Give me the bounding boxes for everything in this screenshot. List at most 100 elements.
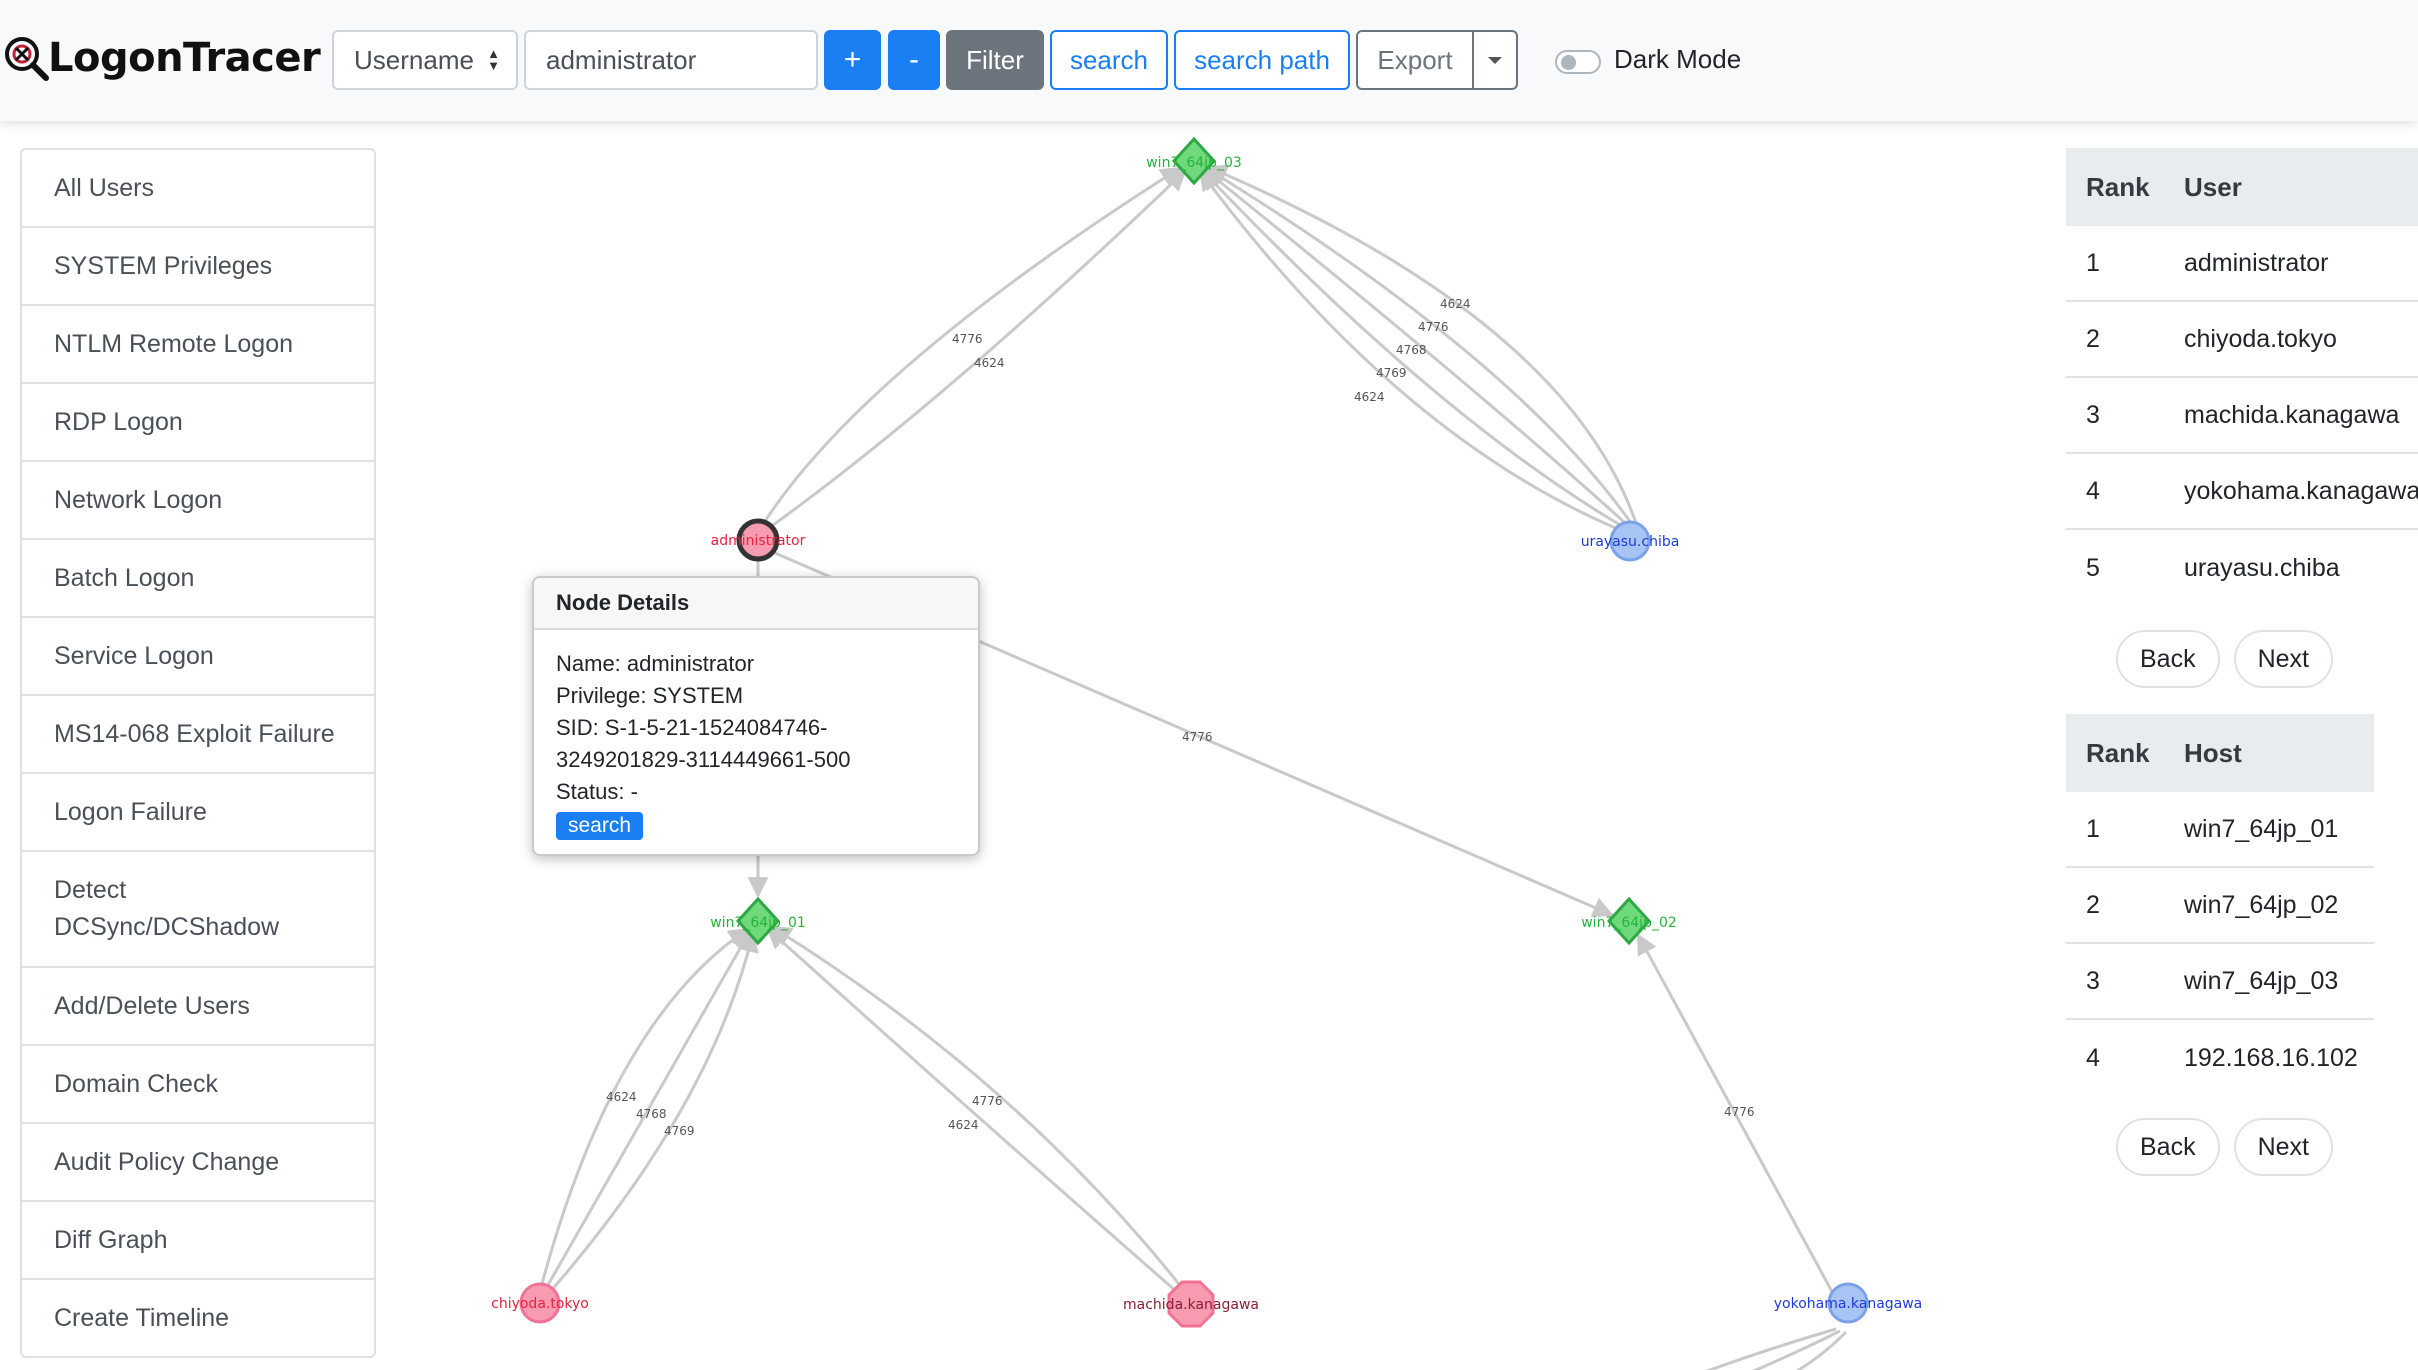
search-button[interactable]: search [1050, 30, 1168, 90]
node-details-popup: Node Details Name: administrator Privile… [532, 576, 980, 856]
edge-label: 4768 [1396, 343, 1427, 357]
user-cell: machida.kanagawa [2184, 400, 2400, 429]
filter-button[interactable]: Filter [946, 30, 1044, 90]
sidebar-item-add-delete-users[interactable]: Add/Delete Users [20, 966, 376, 1046]
rank-cell: 3 [2086, 400, 2100, 429]
user-circle-icon [1609, 520, 1651, 562]
graph-edge [538, 929, 752, 1300]
dark-mode-toggle[interactable] [1555, 50, 1601, 74]
sidebar-item-all-users[interactable]: All Users [20, 148, 376, 228]
top-navbar: LogonTracer Username ▲▼ administrator + … [0, 0, 2418, 121]
add-search-field-button[interactable]: + [824, 30, 881, 90]
graph-edge [1200, 168, 1633, 534]
edge-label: 4624 [1354, 390, 1385, 404]
host-cell: win7_64jp_02 [2184, 890, 2339, 919]
edge-label: 4769 [1376, 366, 1407, 380]
graph-node-urayasu-chiba[interactable]: urayasu.chiba [1581, 520, 1680, 562]
sidebar-item-batch-logon[interactable]: Batch Logon [20, 538, 376, 618]
node-label: win7_64jp_01 [710, 915, 806, 931]
column-header-rank: Rank [2086, 171, 2150, 202]
node-label: chiyoda.tokyo [491, 1296, 589, 1312]
host-cell: win7_64jp_03 [2184, 966, 2339, 995]
sidebar-item-label: All Users [54, 173, 155, 202]
sidebar-item-create-timeline[interactable]: Create Timeline [20, 1278, 376, 1358]
logon-graph-canvas[interactable]: 4776 4624 4624 4776 4768 4769 4624 4776 … [380, 121, 2060, 1370]
search-input-value: administrator [546, 44, 697, 75]
rank-cell: 4 [2086, 1043, 2100, 1072]
dark-mode-label: Dark Mode [1614, 44, 1742, 74]
popup-search-button[interactable]: search [556, 812, 644, 840]
sidebar-item-rdp-logon[interactable]: RDP Logon [20, 382, 376, 462]
graph-edge [1795, 1330, 1848, 1370]
node-label: urayasu.chiba [1581, 534, 1680, 550]
sidebar-item-logon-failure[interactable]: Logon Failure [20, 772, 376, 852]
export-button[interactable]: Export [1356, 30, 1474, 90]
sidebar-item-system-privileges[interactable]: SYSTEM Privileges [20, 226, 376, 306]
users-next-button[interactable]: Next [2233, 630, 2333, 688]
search-type-select[interactable]: Username ▲▼ [332, 30, 518, 90]
user-octagon-icon [1167, 1280, 1215, 1328]
search-input[interactable]: administrator [524, 30, 818, 90]
logon-graph-svg[interactable]: 4776 4624 4624 4776 4768 4769 4624 4776 … [380, 121, 2060, 1370]
sidebar-item-label: Domain Check [54, 1069, 218, 1098]
user-table-pager: Back Next [2116, 630, 2333, 688]
graph-node-administrator[interactable]: administrator [711, 518, 806, 562]
toggle-knob [1561, 55, 1576, 70]
node-sid-line1: SID: S-1-5-21-1524084746- [556, 715, 828, 740]
table-row[interactable]: 3 machida.kanagawa [2066, 378, 2418, 454]
sidebar-item-diff-graph[interactable]: Diff Graph [20, 1200, 376, 1280]
hosts-back-button[interactable]: Back [2116, 1118, 2220, 1176]
graph-node-machida-kanagawa[interactable]: machida.kanagawa [1123, 1280, 1259, 1328]
node-privilege: Privilege: SYSTEM [556, 683, 744, 708]
hosts-next-button[interactable]: Next [2233, 1118, 2333, 1176]
graph-edge [1636, 933, 1838, 1300]
node-sid-line2: 3249201829-3114449661-500 [556, 747, 851, 772]
user-cell: yokohama.kanagawa [2184, 476, 2418, 505]
sidebar-item-domain-check[interactable]: Domain Check [20, 1044, 376, 1124]
export-dropdown-button[interactable] [1472, 30, 1518, 90]
graph-node-win7-64jp-03[interactable]: win7_64jp_03 [1146, 136, 1242, 186]
edge-label: 4776 [1182, 730, 1213, 744]
popup-title: Node Details [534, 578, 978, 630]
sidebar-item-service-logon[interactable]: Service Logon [20, 616, 376, 696]
node-status: Status: - [556, 779, 638, 804]
host-cell: win7_64jp_01 [2184, 814, 2339, 843]
graph-edge [541, 930, 759, 1301]
rank-cell: 1 [2086, 814, 2100, 843]
graph-edge [770, 925, 1192, 1299]
graph-node-yokohama-kanagawa[interactable]: yokohama.kanagawa [1774, 1282, 1923, 1324]
sidebar-item-label: Network Logon [54, 485, 223, 514]
sidebar-item-ms14-068-exploit-failure[interactable]: MS14-068 Exploit Failure [20, 694, 376, 774]
sidebar-item-label: Add/Delete Users [54, 991, 250, 1020]
graph-node-win7-64jp-02[interactable]: win7_64jp_02 [1581, 896, 1677, 946]
users-back-button[interactable]: Back [2116, 630, 2220, 688]
node-label: machida.kanagawa [1123, 1297, 1259, 1313]
edge-label: 4776 [972, 1094, 1003, 1108]
graph-node-win7-64jp-01[interactable]: win7_64jp_01 [710, 896, 806, 946]
sidebar-item-audit-policy-change[interactable]: Audit Policy Change [20, 1122, 376, 1202]
sidebar-item-ntlm-remote-logon[interactable]: NTLM Remote Logon [20, 304, 376, 384]
table-row[interactable]: 3 win7_64jp_03 [2066, 944, 2374, 1020]
remove-search-field-button[interactable]: - [888, 30, 940, 90]
search-path-button[interactable]: search path [1174, 30, 1350, 90]
rank-cell: 3 [2086, 966, 2100, 995]
app-title: LogonTracer [48, 35, 321, 81]
select-value: Username [354, 44, 474, 75]
sidebar-item-detect-dcsync[interactable]: Detect DCSync/DCShadow [20, 850, 376, 968]
graph-node-chiyoda-tokyo[interactable]: chiyoda.tokyo [491, 1282, 589, 1324]
sidebar-item-network-logon[interactable]: Network Logon [20, 460, 376, 540]
graph-edge [1752, 1329, 1841, 1370]
sidebar-item-label: Service Logon [54, 641, 214, 670]
edge-label: 4624 [1440, 297, 1471, 311]
user-cell: urayasu.chiba [2184, 553, 2340, 582]
table-row[interactable]: 1 win7_64jp_01 [2066, 792, 2374, 868]
user-cell: administrator [2184, 248, 2329, 277]
sidebar-item-label: SYSTEM Privileges [54, 251, 273, 280]
